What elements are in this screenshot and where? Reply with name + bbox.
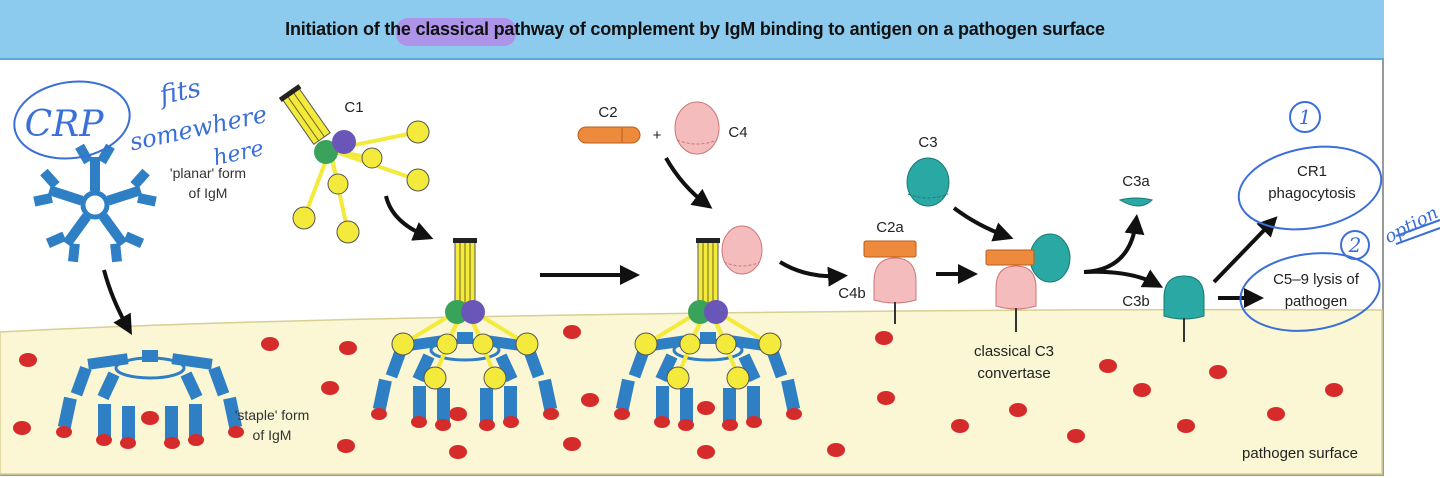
annotation-crp: CRP [25,104,105,145]
arrow-to-c3b [1083,269,1164,288]
arrow-c4-binding [664,157,713,209]
label-c4b: C4b [838,285,866,302]
label-c3a: C3a [1122,173,1150,190]
label-cr1-line1: CR1 [1297,163,1327,180]
c2-molecule [577,126,641,144]
label-convertase-line1: classical C3 [974,343,1054,360]
arrow-to-c4b [778,260,848,287]
label-c4: C4 [728,124,747,141]
figure-frame [0,0,1384,476]
title-highlight-mark [396,18,516,46]
annotation-here: here [211,136,266,171]
arrow-planar-to-staple [102,269,132,335]
c4b-c2a-complex [863,240,917,324]
antigen-dots [13,325,1343,459]
c4-molecule [674,101,720,155]
classical-c3-convertase [985,233,1071,332]
label-planar-line2: of IgM [189,185,228,201]
label-staple-line2: of IgM [253,427,292,443]
label-convertase-line2: convertase [977,365,1050,382]
igm-c1-c4-complex [612,225,804,433]
label-lysis-line2: pathogen [1285,293,1348,310]
c3-molecule [906,157,950,207]
label-plus: + [653,127,662,144]
label-c2: C2 [598,104,617,121]
label-staple-line1: 'staple' form [235,407,310,423]
igm-planar-form [33,143,157,263]
label-c3: C3 [918,134,937,151]
title-bar [0,0,1384,60]
figure-title: Initiation of the classical pathway of c… [285,19,1105,39]
annotation-circled-2: 2 [1348,233,1362,257]
annotation-option: option [1381,202,1440,248]
label-c1: C1 [344,99,363,116]
label-cr1-line2: phagocytosis [1268,185,1356,202]
arrow-c1-binding [384,195,434,241]
c1-complex-free [278,84,430,244]
label-pathogen-surface: pathogen surface [1242,445,1358,462]
label-planar-line1: 'planar' form [170,165,246,181]
arrow-to-cr1 [1212,216,1278,284]
arrow-to-c3a [1083,214,1145,274]
c3a-fragment [1118,197,1153,207]
c3b-fragment [1163,275,1205,342]
annotation-fits: fits [155,73,203,111]
label-c3b: C3b [1122,293,1150,310]
label-lysis-line1: C5–9 lysis of [1273,271,1360,288]
annotation-circled-1: 1 [1299,105,1312,129]
arrow-c3-binding [952,206,1014,242]
label-c2a: C2a [876,219,904,236]
handwritten-annotations [13,80,1440,332]
